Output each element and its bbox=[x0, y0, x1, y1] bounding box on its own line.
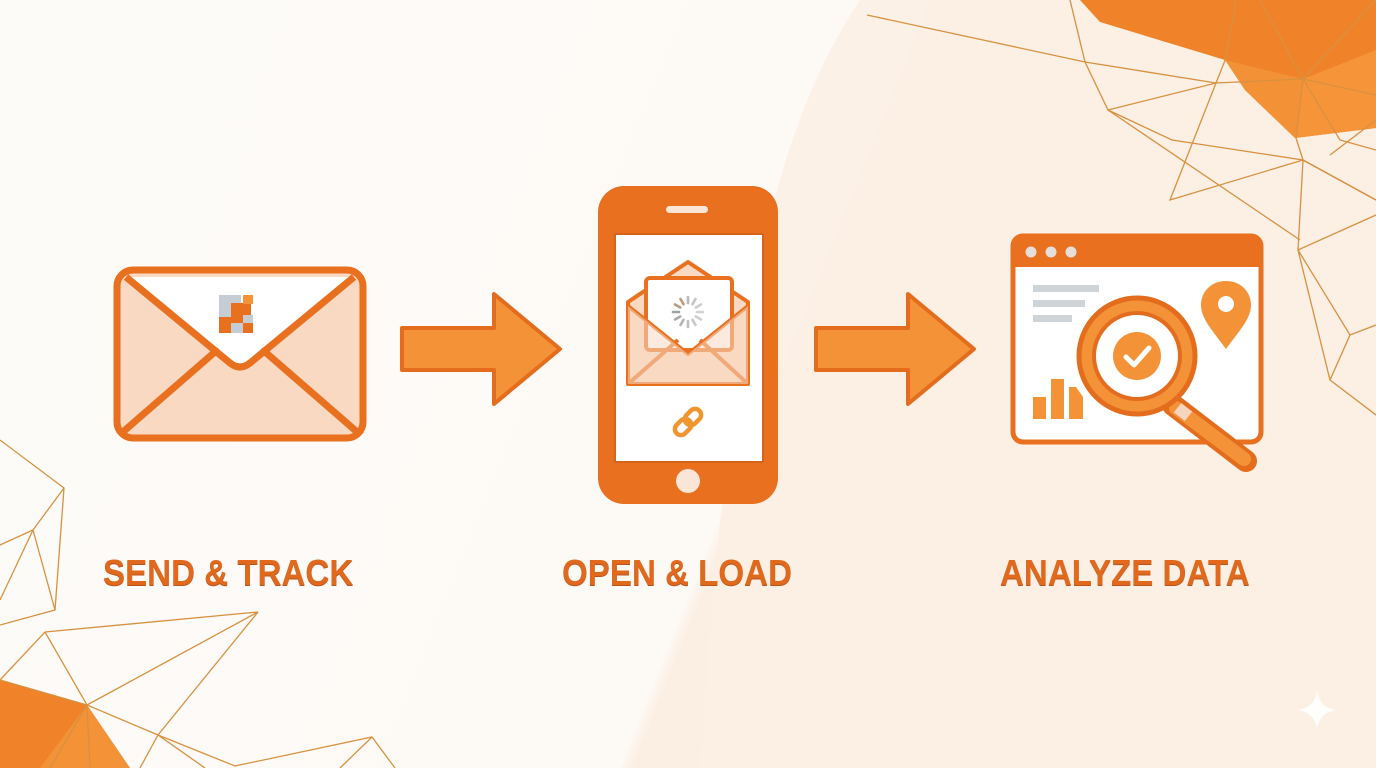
check-circle-icon bbox=[1113, 332, 1161, 380]
smartphone-open-envelope-loading-icon bbox=[598, 186, 778, 504]
text-lines-icon bbox=[1033, 285, 1099, 322]
link-chain-icon bbox=[672, 406, 704, 438]
arrow-right-icon bbox=[400, 292, 562, 406]
open-envelope-icon bbox=[626, 260, 750, 386]
speaker-icon bbox=[666, 206, 708, 213]
envelope-with-tracking-pixel-icon bbox=[113, 266, 367, 442]
arrow-right-icon bbox=[814, 292, 976, 406]
window-dot-icon bbox=[1045, 246, 1057, 258]
magnifier-icon bbox=[1076, 295, 1257, 472]
tracking-pixel-icon bbox=[219, 295, 253, 333]
sparkle-icon bbox=[1297, 690, 1337, 730]
loading-spinner-icon bbox=[671, 295, 705, 329]
step-label-analyze-data: ANALYZE DATA bbox=[1000, 552, 1250, 593]
window-dot-icon bbox=[1065, 246, 1077, 258]
step-label-open-load: OPEN & LOAD bbox=[562, 552, 793, 593]
step-label-send-track: SEND & TRACK bbox=[103, 552, 354, 593]
home-button-icon bbox=[676, 469, 700, 493]
location-pin-icon bbox=[1201, 281, 1251, 349]
window-dot-icon bbox=[1025, 246, 1037, 258]
browser-analytics-magnifier-icon bbox=[1010, 233, 1264, 472]
bar-chart-icon bbox=[1033, 379, 1083, 419]
